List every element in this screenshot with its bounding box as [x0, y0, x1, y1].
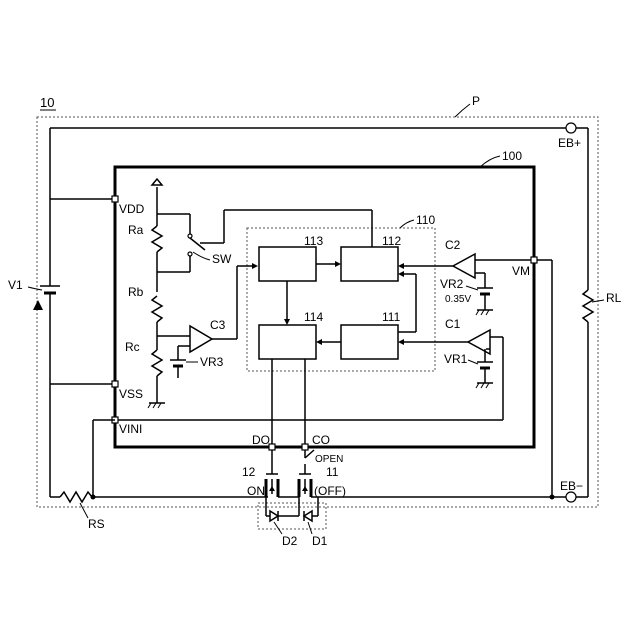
vr2-value: 0.35V	[445, 294, 471, 305]
c3-comparator	[190, 326, 212, 352]
v1-leader	[28, 287, 42, 290]
d1-diode	[304, 511, 312, 521]
fet11-state: (OFF)	[314, 484, 346, 498]
vdd-label: VDD	[119, 202, 145, 216]
c1-comparator	[468, 330, 490, 354]
co-pin	[302, 444, 308, 450]
vm-pin	[531, 257, 537, 263]
block-110-leader	[400, 220, 414, 228]
sw-label: SW	[212, 252, 232, 266]
ic-100-label: 100	[502, 149, 522, 163]
sw-blade	[190, 238, 205, 250]
c3-label: C3	[210, 318, 226, 332]
ic-100-leader	[480, 156, 500, 167]
vdd-pin	[112, 196, 118, 202]
d2-diode	[270, 511, 278, 521]
block-113	[259, 247, 316, 281]
block-112	[341, 247, 398, 281]
c2-comparator	[453, 254, 475, 278]
fet12-label: 12	[242, 465, 256, 479]
rs-label: RS	[88, 517, 105, 531]
ra-resistor	[152, 226, 162, 252]
d1-label: D1	[312, 534, 328, 548]
v1-arrow-icon	[33, 300, 43, 310]
pack-leader	[455, 104, 470, 117]
fet12-state: ON	[247, 484, 265, 498]
open-label: OPEN	[315, 454, 343, 465]
rc-label: Rc	[125, 340, 140, 354]
eb-minus-label: EB−	[560, 479, 583, 493]
block-114-label: 114	[304, 310, 323, 324]
block-111	[341, 325, 398, 359]
ic-100-box	[115, 167, 534, 447]
block-113-label: 113	[304, 234, 323, 248]
block-110-label: 110	[416, 213, 435, 227]
do-label: DO	[252, 433, 270, 447]
eb-plus-terminal	[566, 123, 576, 133]
vdd-supply-icon	[152, 179, 162, 185]
block-112-label: 112	[382, 234, 401, 248]
rs-junction	[91, 495, 96, 500]
pack-label: P	[472, 94, 480, 108]
fet11-label: 11	[326, 465, 339, 479]
c1-label: C1	[445, 317, 461, 331]
rs-leader	[80, 503, 88, 518]
eb-plus-label: EB+	[558, 136, 581, 150]
vss-pin	[112, 381, 118, 387]
vr1-label: VR1	[444, 352, 468, 366]
vr2-label: VR2	[440, 277, 464, 291]
sw-leader	[193, 252, 210, 260]
v1-label: V1	[8, 278, 23, 292]
rb-resistor	[152, 296, 162, 322]
vini-label: VINI	[119, 422, 142, 436]
block-111-label: 111	[382, 310, 401, 324]
vss-label: VSS	[119, 387, 143, 401]
eb-minus-terminal	[566, 492, 576, 502]
d2-label: D2	[282, 534, 298, 548]
rc-resistor	[152, 350, 162, 376]
rl-label: RL	[606, 291, 622, 305]
rs-resistor	[60, 492, 92, 502]
ra-label: Ra	[128, 223, 144, 237]
vr3-label: VR3	[200, 355, 224, 369]
figure-number: 10	[40, 95, 54, 110]
c2-label: C2	[445, 238, 461, 252]
rl-resistor	[583, 290, 593, 322]
block-114	[259, 325, 316, 359]
co-label: CO	[312, 433, 330, 447]
vm-label: VM	[512, 264, 530, 278]
co-open-switch	[305, 450, 314, 458]
rb-label: Rb	[128, 285, 144, 299]
